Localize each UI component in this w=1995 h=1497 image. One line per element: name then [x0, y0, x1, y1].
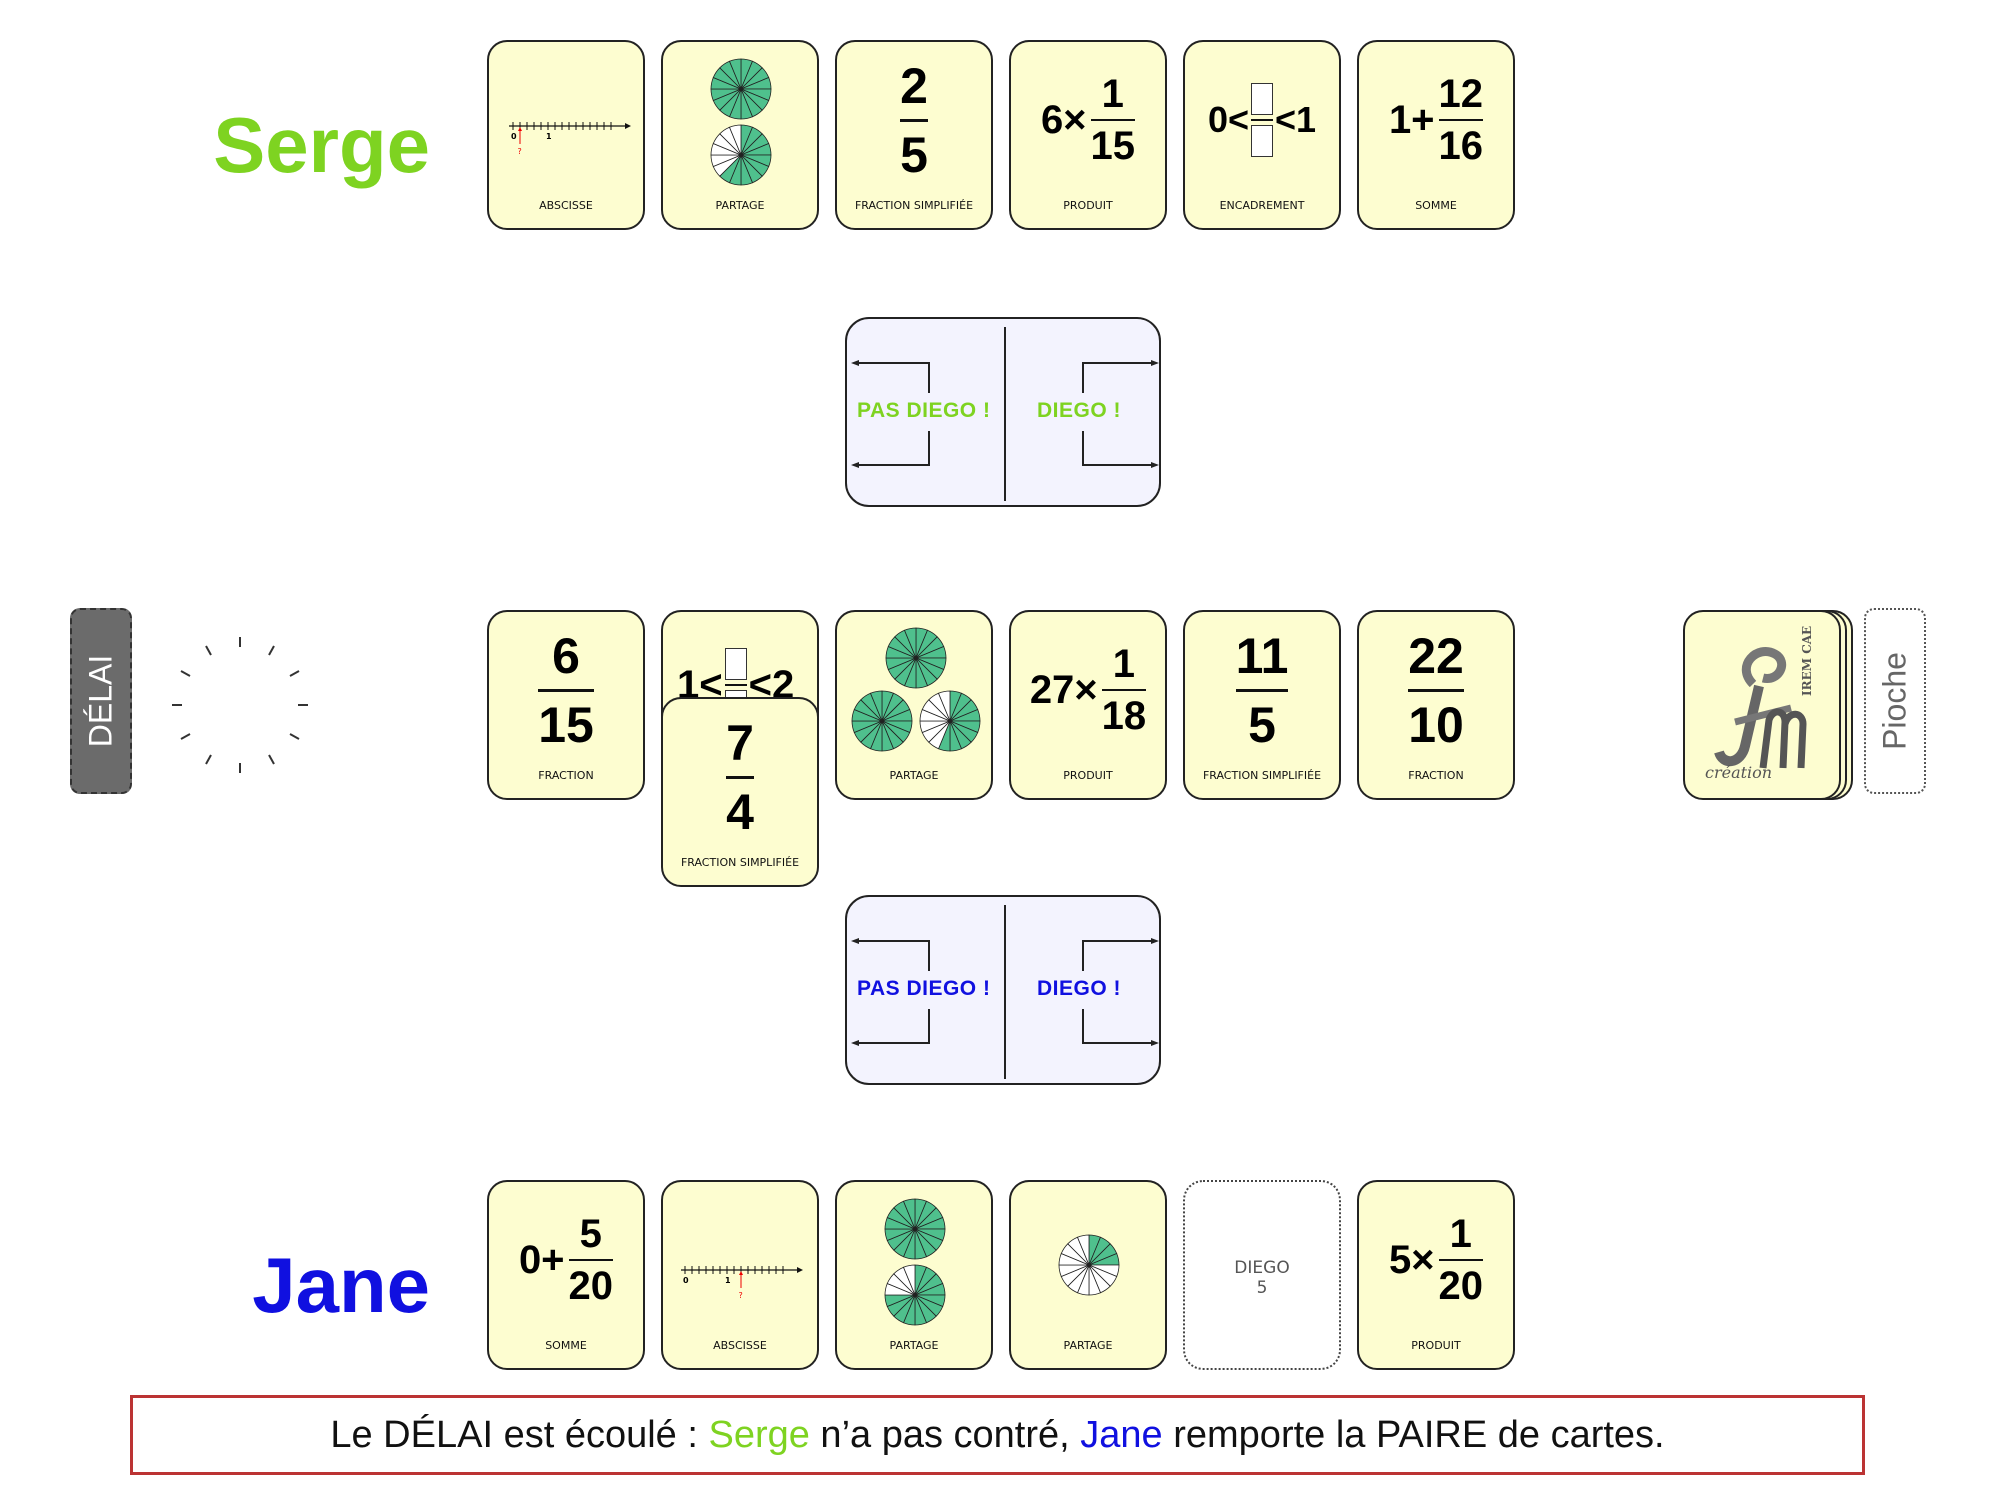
nl-one: 1: [725, 1276, 731, 1285]
nl-marker: ?: [518, 147, 522, 156]
card-label: FRACTION SIMPLIFIÉE: [680, 856, 800, 869]
expression: 0< <1: [1208, 83, 1316, 157]
svg-text:IREM CAEN: IREM CAEN: [1800, 626, 1814, 696]
player-name-jane: Jane: [252, 1241, 430, 1329]
card-label: ENCADREMENT: [1219, 199, 1305, 212]
pie-slice: [937, 690, 951, 722]
pie-single-icon: [1058, 1234, 1120, 1296]
serge-card-abscisse[interactable]: 0 1 ? ABSCISSE: [487, 40, 645, 230]
pioche-button[interactable]: Pioche: [1864, 608, 1926, 794]
pie-slice: [869, 690, 883, 722]
pas-diego-button[interactable]: PAS DIEGO !: [857, 977, 991, 1000]
nl-one: 1: [546, 132, 552, 141]
serge-card-partage[interactable]: PARTAGE: [661, 40, 819, 230]
pie-slice: [1076, 1234, 1090, 1266]
pie-slice: [728, 124, 742, 156]
pie-pair-icon: [710, 58, 772, 186]
number-line-icon: 0 1 ?: [509, 122, 631, 156]
serge-card-encadrement[interactable]: 0< <1 ENCADREMENT: [1183, 40, 1341, 230]
player-name-serge: Serge: [213, 101, 430, 189]
pie-slice: [903, 627, 917, 659]
card-label: ABSCISSE: [539, 199, 593, 212]
card-label: PARTAGE: [1063, 1339, 1113, 1352]
nl-marker: ?: [739, 1291, 743, 1300]
pie-slice: [728, 58, 742, 90]
delai-button[interactable]: DÉLAI: [70, 608, 132, 794]
pie-slice: [902, 1264, 916, 1296]
nl-zero: 0: [683, 1276, 689, 1285]
diego-panel-serge: PAS DIEGO ! DIEGO !: [845, 317, 1161, 507]
card-label: SOMME: [1415, 199, 1457, 212]
card-label: FRACTION SIMPLIFIÉE: [854, 199, 974, 212]
irem-logo-icon: création IREM CAEN: [1705, 626, 1814, 782]
jane-card-partage-2[interactable]: PARTAGE: [1009, 1180, 1167, 1370]
arrows-icon: [851, 327, 1159, 501]
card-label: PRODUIT: [1063, 769, 1113, 782]
number-line-icon: 0 1 ?: [681, 1266, 803, 1300]
table-card-partage[interactable]: PARTAGE: [835, 610, 993, 800]
jane-card-abscisse[interactable]: 0 1 ? ABSCISSE: [661, 1180, 819, 1370]
diego-slot-value: 5: [1256, 1278, 1268, 1298]
nl-zero: 0: [511, 132, 517, 141]
card-label: FRACTION SIMPLIFIÉE: [1202, 769, 1322, 782]
timer-icon: [172, 637, 308, 773]
arrows-icon: [851, 905, 1159, 1079]
card-label: PRODUIT: [1411, 1339, 1461, 1352]
diego-slot-label: DIEGO: [1234, 1258, 1290, 1278]
svg-text:création: création: [1705, 763, 1772, 782]
card-label: SOMME: [545, 1339, 587, 1352]
deck-card[interactable]: création IREM CAEN: [1683, 610, 1841, 800]
pie-pair-icon: [884, 1198, 946, 1326]
card-label: FRACTION: [538, 769, 594, 782]
diego-panel-jane: PAS DIEGO ! DIEGO !: [845, 895, 1161, 1085]
card-label: PARTAGE: [889, 769, 939, 782]
diego-button[interactable]: DIEGO !: [1037, 399, 1122, 422]
jane-card-diego-slot: DIEGO 5: [1183, 1180, 1341, 1370]
message-jane: Jane: [1080, 1414, 1163, 1456]
card-label: FRACTION: [1408, 769, 1464, 782]
card-label: PRODUIT: [1063, 199, 1113, 212]
jane-card-partage-1[interactable]: PARTAGE: [835, 1180, 993, 1370]
pie-slice: [902, 1198, 916, 1230]
message-serge: Serge: [708, 1414, 810, 1456]
pie-triple-icon: [851, 627, 981, 752]
card-label: PARTAGE: [715, 199, 765, 212]
status-message: Le DÉLAI est écoulé : Serge n’a pas cont…: [130, 1395, 1865, 1475]
card-label: ABSCISSE: [713, 1339, 767, 1352]
pas-diego-button[interactable]: PAS DIEGO !: [857, 399, 991, 422]
card-label: PARTAGE: [889, 1339, 939, 1352]
diego-button[interactable]: DIEGO !: [1037, 977, 1122, 1000]
